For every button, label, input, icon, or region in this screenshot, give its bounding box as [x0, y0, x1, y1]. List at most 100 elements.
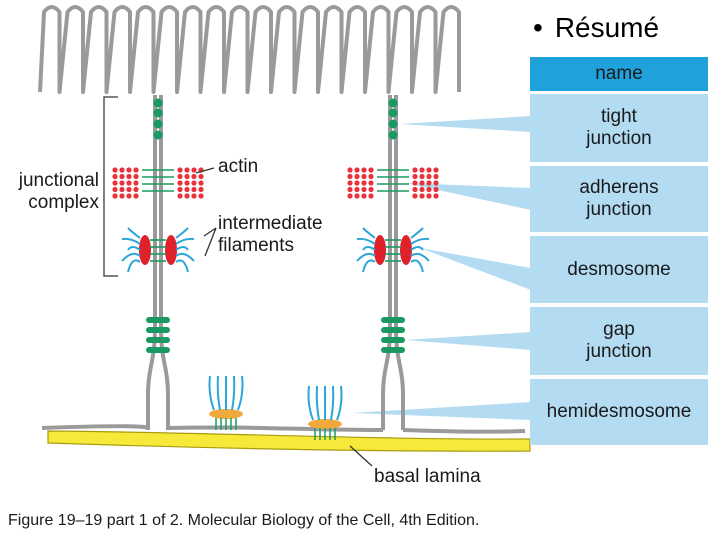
left-actin-dot [119, 173, 125, 180]
right-actin-dot [347, 173, 353, 180]
right-actin-dot [433, 173, 439, 180]
filaments-leader-lines [203, 227, 217, 257]
left-hemidesmosome-plaque [209, 409, 243, 419]
left-actin-dot [119, 193, 125, 199]
left-tight-bead-3 [153, 119, 163, 129]
actin-leader-line [195, 167, 215, 174]
right-gap-channel-4 [381, 347, 405, 353]
right-actin-dot [361, 167, 367, 173]
right-keratin-filament [315, 385, 320, 421]
right-tight-bead-1 [388, 98, 398, 108]
left-actin-dot [177, 167, 183, 173]
junctional-complex-bracket [103, 96, 118, 277]
pointer-wedge-1 [400, 116, 531, 132]
pointer-wedge-4 [405, 332, 531, 350]
right-actin-dot [426, 186, 432, 193]
left-desmosome-plaque-right [165, 235, 177, 265]
right-actin-dot [412, 167, 418, 173]
left-actin-dot [112, 193, 118, 199]
label-intermediate-filaments: intermediate filaments [218, 213, 323, 256]
left-actin-dot [177, 180, 183, 186]
left-actin-dot [112, 167, 118, 173]
left-keratin-filament [208, 375, 215, 411]
left-actin-dot [191, 193, 197, 199]
left-keratin-filament [216, 375, 221, 411]
pointer-wedge-3 [420, 248, 531, 290]
left-desmosome-plaque-left [139, 235, 151, 265]
left-actin-dot [184, 173, 190, 180]
left-keratin-filament [175, 252, 195, 262]
left-actin-dot [126, 180, 132, 186]
left-actin-dot [198, 193, 204, 199]
right-keratin-filament [330, 385, 335, 421]
left-actin-dot [177, 193, 183, 199]
right-actin-dot [419, 180, 425, 186]
left-gap-channel-2 [146, 327, 170, 333]
right-actin-dot [412, 186, 418, 193]
right-actin-dot [419, 186, 425, 193]
left-gap-channel-4 [146, 347, 170, 353]
left-keratin-filament [175, 237, 195, 245]
right-keratin-filament [362, 227, 376, 239]
left-keratin-filament [175, 246, 189, 251]
right-actin-dot [354, 173, 360, 180]
left-actin-dot [112, 186, 118, 193]
right-actin-dot [354, 167, 360, 173]
right-actin-dot [419, 193, 425, 199]
slide-title-text: Résumé [554, 12, 660, 43]
left-actin-dot [126, 186, 132, 193]
left-keratin-filament [127, 227, 141, 239]
left-actin-dot [184, 193, 190, 199]
left-actin-dot [119, 186, 125, 193]
right-keratin-filament [362, 246, 376, 251]
right-keratin-filament [362, 259, 376, 273]
left-gap-channel-1 [146, 317, 170, 323]
right-actin-dot [347, 167, 353, 173]
left-actin-dot [133, 180, 139, 186]
left-keratin-filament [175, 259, 189, 273]
left-keratin-filament [127, 246, 141, 251]
left-actin-dot [133, 167, 139, 173]
right-keratin-filament [356, 252, 376, 262]
left-actin-dot [112, 173, 118, 180]
table-row-adherens-junction: adherens junction [530, 166, 708, 232]
right-actin-dot [426, 180, 432, 186]
right-gap-channel-3 [381, 337, 405, 343]
left-actin-dot [191, 180, 197, 186]
right-hemidesmosome-plaque [308, 419, 342, 429]
left-tight-bead-1 [153, 98, 163, 108]
right-actin-dot [354, 186, 360, 193]
right-actin-dot [412, 180, 418, 186]
right-actin-dot [433, 167, 439, 173]
label-basal-lamina: basal lamina [374, 466, 481, 487]
left-tight-bead-2 [153, 108, 163, 118]
right-desmosome-plaque-right [400, 235, 412, 265]
basal-lamina-band [47, 430, 531, 452]
table-header: name [530, 57, 708, 91]
right-actin-dot [426, 173, 432, 180]
label-junctional-complex: junctional complex [18, 170, 99, 213]
table-row-tight-junction: tight junction [530, 94, 708, 162]
left-gap-channel-3 [146, 337, 170, 343]
figure-caption: Figure 19–19 part 1 of 2. Molecular Biol… [8, 512, 480, 529]
right-actin-dot [347, 180, 353, 186]
right-keratin-filament [356, 237, 376, 245]
right-actin-dot [368, 193, 374, 199]
right-gap-channel-1 [381, 317, 405, 323]
left-keratin-filament [127, 259, 141, 273]
left-keratin-filament [175, 227, 189, 239]
right-keratin-filament [336, 385, 343, 421]
right-actin-dot [354, 180, 360, 186]
right-actin-dot [426, 167, 432, 173]
microvilli-membrane [38, 5, 461, 94]
left-actin-dot [133, 193, 139, 199]
right-actin-dot [361, 180, 367, 186]
right-tight-bead-4 [388, 130, 398, 140]
right-actin-dot [361, 173, 367, 180]
right-keratin-filament [307, 385, 314, 421]
right-actin-dot [433, 193, 439, 199]
table-row-desmosome: desmosome [530, 236, 708, 303]
left-actin-dot [177, 186, 183, 193]
